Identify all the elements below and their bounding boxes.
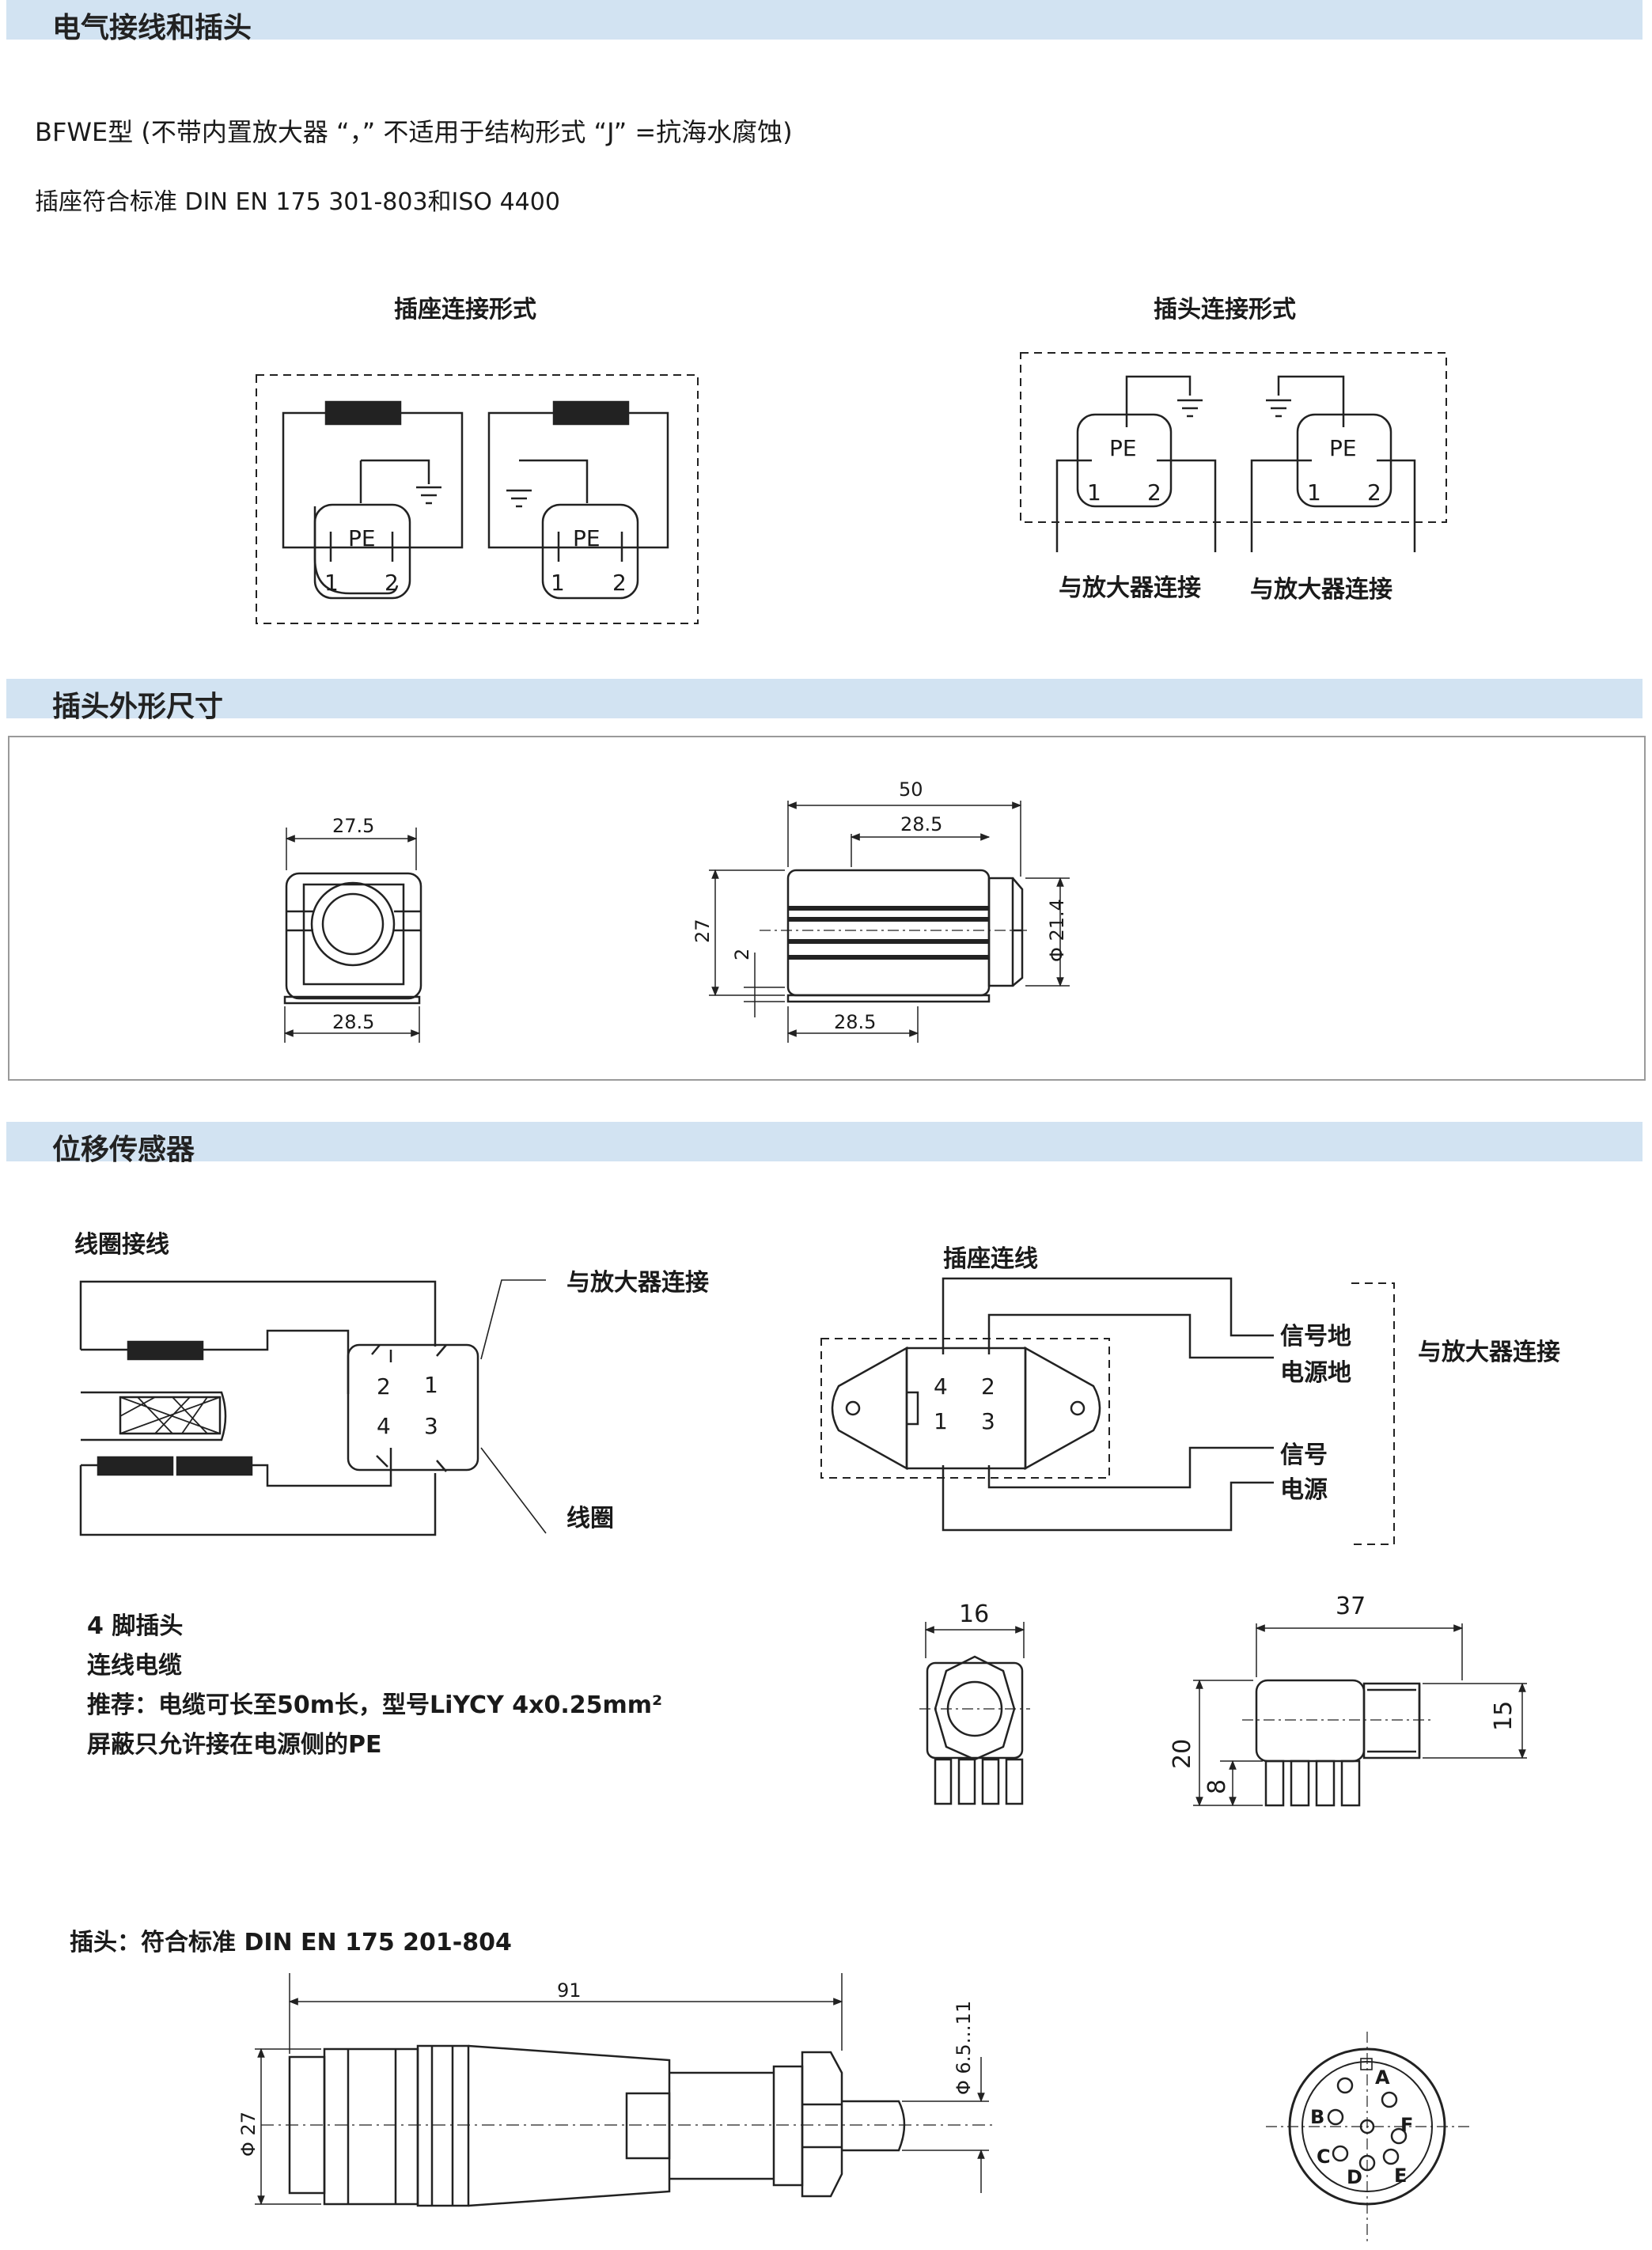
dim-28-5: 28.5 (332, 1011, 374, 1033)
bfwe-standard: 插座符合标准 DIN EN 175 301-803和ISO 4400 (35, 188, 560, 216)
pe-label: PE (1329, 435, 1357, 461)
pin-1-label: 1 (934, 1408, 948, 1434)
plug-side-view (709, 801, 1070, 1043)
sensor-amp-label: 与放大器连接 (1418, 1339, 1560, 1366)
dim-28-5-bottom: 28.5 (834, 1011, 876, 1033)
din-plug-side-view (255, 1973, 997, 2207)
dim-phi-27: Φ 27 (237, 2112, 260, 2157)
dim-27: 27 (691, 919, 714, 943)
connector-pin-letters: A B C D E F (1310, 2066, 1413, 2188)
socket-wiring-diagram (820, 1277, 1395, 1545)
socket-connection-diagram (256, 374, 699, 624)
dim-8: 8 (1203, 1779, 1231, 1794)
pin-1-label: 1 (1087, 479, 1101, 506)
pin-1-label: 1 (551, 570, 565, 596)
section-title: 电气接线和插头 (52, 12, 252, 44)
power-label: 电源 (1280, 1476, 1328, 1504)
pin-4-label: 4 (934, 1373, 948, 1400)
pin-f-label: F (1400, 2114, 1413, 2136)
signal-ground-label: 信号地 (1280, 1323, 1351, 1350)
pin-b-label: B (1310, 2106, 1324, 2128)
pin-1-label: 1 (324, 570, 339, 596)
coil-label: 线圈 (566, 1505, 614, 1532)
plug-standard: 插头：符合标准 DIN EN 175 201-804 (70, 1929, 512, 1956)
pin-3-label: 3 (981, 1408, 995, 1434)
bfwe-description: BFWE型 (不带内置放大器 “，” 不适用于结构形式 “J” =抗海水腐蚀) (35, 117, 793, 147)
din-plug-pin-face (1266, 2032, 1470, 2242)
section-title: 位移传感器 (52, 1134, 195, 1166)
amp-connect-label-1: 与放大器连接 (1059, 574, 1201, 602)
coil-wiring-diagram (79, 1279, 547, 1536)
pin-1-label: 1 (1307, 479, 1321, 506)
four-pin-plug-side (1193, 1623, 1527, 1807)
pin-labels: PE 1 2 PE 1 2 PE 1 2 PE 1 2 2 1 4 3 4 2 … (324, 435, 1381, 1439)
section-header-plug-dims: 插头外形尺寸 (6, 679, 1643, 723)
pe-label: PE (348, 525, 376, 551)
dimension-labels: 27.5 28.5 50 28.5 28.5 27 2 Φ 21.4 16 37… (237, 778, 1517, 2157)
section-header-sensor: 位移传感器 (6, 1122, 1643, 1166)
pin-2-label: 2 (1367, 479, 1381, 506)
note-shield: 屏蔽只允许接在电源侧的PE (87, 1731, 382, 1759)
pin-3-label: 3 (424, 1413, 438, 1439)
pin-2-label: 2 (981, 1373, 995, 1400)
section-header-electrical: 电气接线和插头 (6, 0, 1643, 44)
dim-phi-21-4: Φ 21.4 (1046, 899, 1068, 962)
dim-16: 16 (959, 1600, 989, 1628)
dim-28-5-top: 28.5 (900, 813, 942, 835)
pe-label: PE (573, 525, 601, 551)
note-cable: 连线电缆 (87, 1652, 182, 1680)
dim-37: 37 (1336, 1593, 1366, 1620)
dim-2: 2 (731, 949, 753, 960)
dim-50: 50 (899, 778, 923, 801)
four-pin-plug-front (919, 1622, 1030, 1805)
plug-connection-diagram (1020, 352, 1447, 552)
pin-d-label: D (1347, 2166, 1362, 2188)
pin-2-label: 2 (1147, 479, 1161, 506)
dim-27-5: 27.5 (332, 815, 374, 837)
signal-label: 信号 (1280, 1441, 1328, 1469)
pin-a-label: A (1375, 2066, 1390, 2089)
pin-c-label: C (1317, 2146, 1331, 2168)
section-title: 插头外形尺寸 (52, 691, 224, 723)
socket-wiring-title: 插座连线 (943, 1245, 1038, 1273)
dim-phi-6-5-11: Φ 6.5…11 (953, 2001, 975, 2095)
note-4pin: 4 脚插头 (87, 1612, 184, 1640)
pin-2-label: 2 (377, 1373, 391, 1400)
dim-15: 15 (1490, 1701, 1517, 1731)
coil-amp-label: 与放大器连接 (566, 1269, 709, 1297)
note-recommend: 推荐：电缆可长至50m长，型号LiYCY 4x0.25mm² (87, 1691, 663, 1719)
pin-2-label: 2 (385, 570, 399, 596)
dim-20: 20 (1169, 1739, 1196, 1769)
socket-connection-title: 插座连接形式 (394, 296, 536, 324)
dim-91: 91 (557, 1979, 582, 2002)
plug-front-view (283, 828, 422, 1043)
pin-4-label: 4 (377, 1413, 391, 1439)
pin-1-label: 1 (424, 1372, 438, 1398)
coil-resistor-icon (324, 400, 402, 426)
plug-connection-title: 插头连接形式 (1154, 296, 1296, 324)
pin-e-label: E (1394, 2165, 1407, 2187)
pin-2-label: 2 (612, 570, 627, 596)
amp-connect-label-2: 与放大器连接 (1250, 576, 1392, 604)
pe-label: PE (1109, 435, 1137, 461)
coil-wiring-title: 线圈接线 (74, 1231, 169, 1259)
power-ground-label: 电源地 (1280, 1359, 1351, 1387)
